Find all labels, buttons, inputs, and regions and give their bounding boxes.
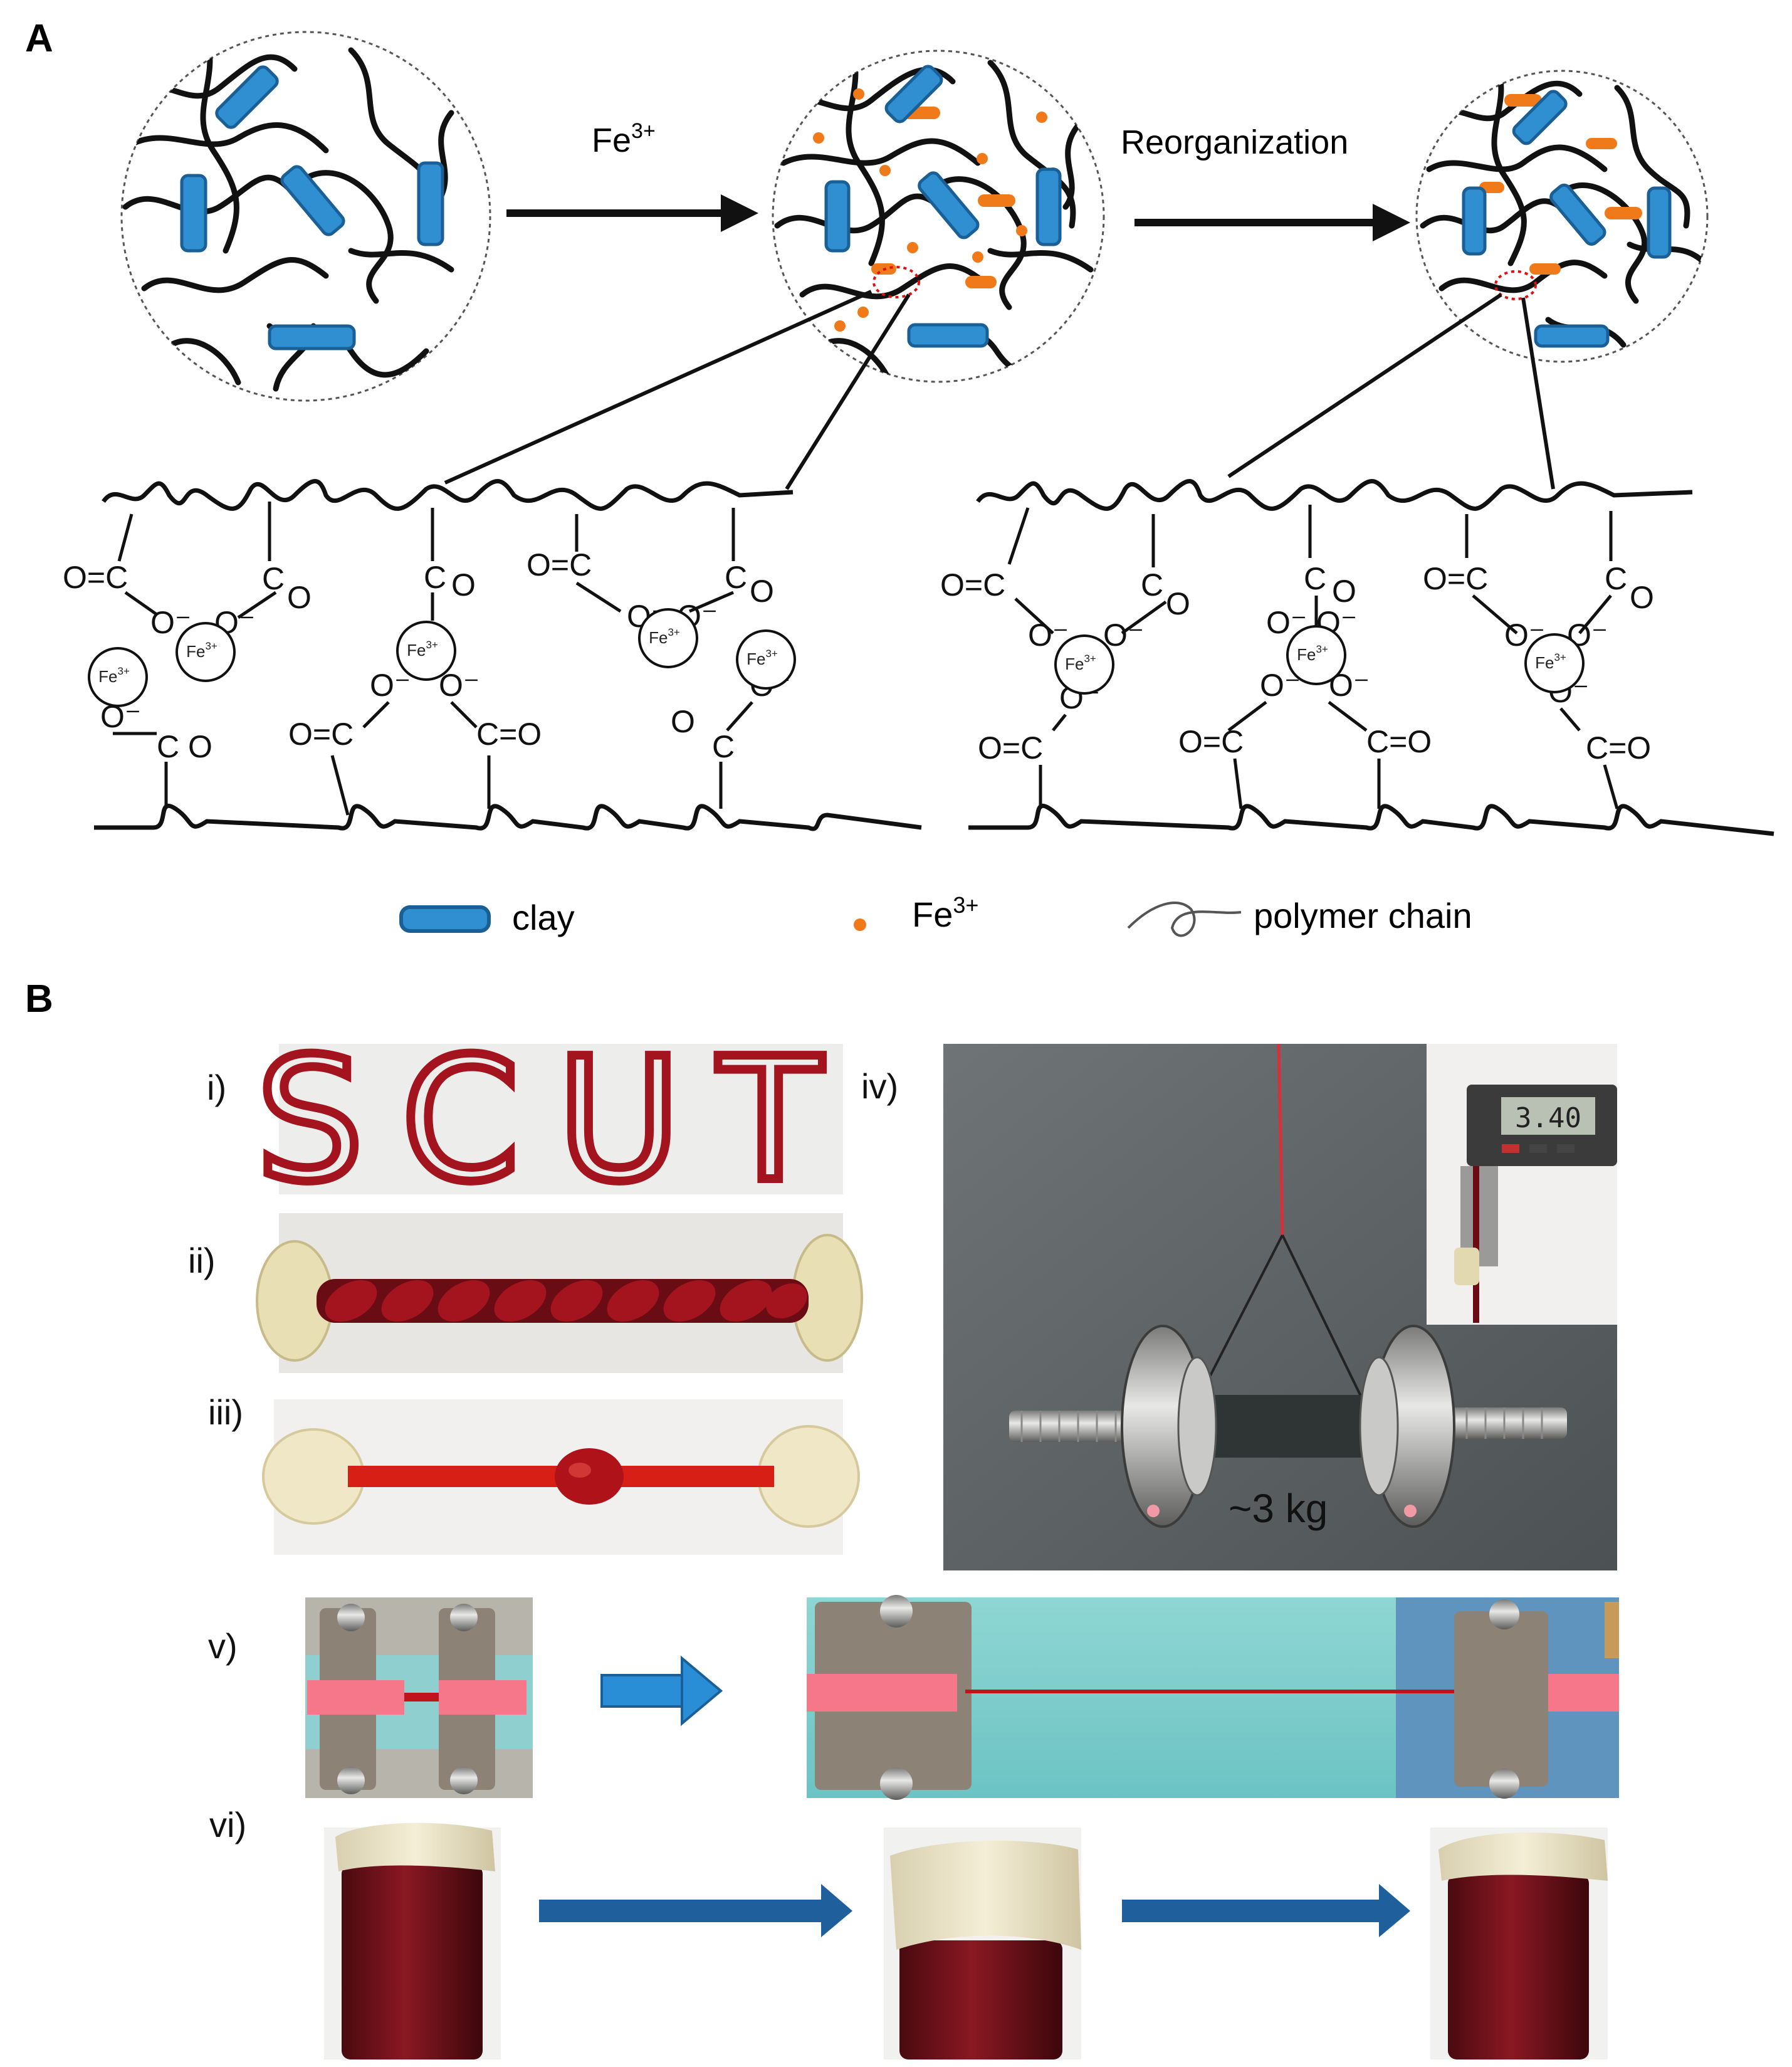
zoom-lines: [444, 290, 1555, 490]
chem-r-o-2: O: [1332, 574, 1356, 609]
chem-c-1: C: [262, 561, 285, 596]
chem-o-12: O: [188, 729, 212, 764]
photo-twisted-gel: [256, 1213, 863, 1373]
svg-text:Fe3+: Fe3+: [407, 639, 438, 660]
svg-text:Fe3+: Fe3+: [747, 648, 778, 668]
chem-o-13: O: [671, 704, 695, 739]
network-circle-initial: [120, 31, 491, 402]
chem-scheme-before: O=C C O C O O=C C O O⁻ O⁻ O⁻ O⁻ O⁻ O⁻ O⁻…: [63, 479, 922, 831]
chem-o-8: O⁻: [370, 668, 411, 703]
svg-text:Fe3+: Fe3+: [592, 119, 656, 159]
sub-ii-label: ii): [188, 1241, 216, 1280]
panel-a-label: A: [25, 17, 53, 60]
photo-compress-after: [1430, 1828, 1608, 2059]
chem-o-2: O: [451, 567, 476, 602]
arrow-fe-addition: [506, 194, 758, 232]
scut-text: SCUT: [256, 1021, 859, 1219]
photo-dumbbell-lift: ~3 kg 3.40: [943, 1043, 1617, 1570]
svg-text:Fe3+: Fe3+: [1297, 643, 1328, 664]
chem-r-o-1: O: [1166, 586, 1190, 621]
caliper-reading: 3.40: [1515, 1102, 1581, 1134]
chem-c-2: C: [424, 560, 446, 595]
svg-text:Fe3+: Fe3+: [1065, 653, 1096, 673]
chem-c-5: C: [712, 729, 735, 764]
clay-platelets-2: [824, 65, 1062, 348]
arrow-reorganization: [1134, 204, 1410, 241]
sub-vi-label: vi): [209, 1805, 246, 1844]
sub-i-label: i): [207, 1068, 226, 1107]
legend-clay-label: clay: [512, 898, 575, 937]
chem-c-4: C: [157, 729, 179, 764]
chem-r-oc-4: O=C: [1178, 724, 1244, 759]
arrow-tensile: [600, 1655, 723, 1727]
chem-o-3: O: [750, 574, 774, 609]
svg-text:Fe3+: Fe3+: [649, 626, 680, 647]
chem-c-3: C: [725, 560, 747, 595]
chem-r-oc-2: O=C: [1423, 561, 1488, 596]
chem-scheme-after: O=C C O C O O=C C O O⁻ O⁻ O⁻ O⁻ O⁻ O⁻ O⁻…: [940, 479, 1774, 836]
fe-label-step1-sup: 3+: [631, 119, 656, 143]
sub-iv-label: iv): [861, 1066, 898, 1106]
svg-text:Fe3+: Fe3+: [186, 640, 217, 661]
weight-label: ~3 kg: [1229, 1486, 1328, 1531]
chem-r-c-2: C: [1304, 561, 1326, 596]
chem-r-oc-3: O=C: [978, 730, 1043, 765]
photo-knotted-gel: [262, 1399, 860, 1555]
legend-polymer-label: polymer chain: [1254, 896, 1472, 935]
legend-clay-swatch: [399, 905, 491, 933]
photo-tensile-after: [807, 1595, 1619, 1800]
caliper-inset: 3.40: [1427, 1044, 1617, 1325]
chem-oc-3: O=C: [288, 717, 354, 752]
photo-compress-before: [324, 1822, 501, 2059]
chem-oc-1: O=C: [63, 560, 128, 595]
legend-fe-label: Fe3+: [912, 892, 978, 934]
svg-text:Fe3+: Fe3+: [1535, 651, 1566, 672]
chem-r-co-2: C=O: [1586, 730, 1651, 765]
clay-platelets-3: [1462, 90, 1672, 348]
sub-iii-label: iii): [208, 1392, 243, 1432]
chem-r-c-3: C: [1605, 561, 1627, 596]
svg-text:Fe3+: Fe3+: [98, 665, 130, 686]
chem-co-1: C=O: [476, 717, 542, 752]
chem-o-1: O: [287, 580, 312, 615]
network-circle-reorganized: [1415, 70, 1709, 363]
photo-scut: SCUT: [252, 1017, 859, 1223]
chem-r-c-1: C: [1141, 567, 1163, 602]
fe-label-step1: Fe: [592, 122, 631, 159]
arrow-compress-1: [539, 1884, 852, 1937]
legend-fe-swatch: [854, 918, 866, 931]
network-circle-fe-loaded: [772, 50, 1105, 383]
chem-r-oc-1: O=C: [940, 567, 1005, 602]
arrow-compress-2: [1122, 1884, 1410, 1937]
photo-tensile-before: [305, 1597, 533, 1798]
reorganization-label: Reorganization: [1121, 124, 1348, 161]
legend: clay Fe3+ polymer chain: [399, 892, 1472, 937]
clay-platelets: [180, 65, 444, 350]
chem-r-o-3: O: [1630, 580, 1654, 615]
legend-polymer-swatch: [1127, 902, 1242, 937]
chem-r-co-1: C=O: [1366, 724, 1432, 759]
sub-v-label: v): [208, 1626, 238, 1666]
panel-b-label: B: [25, 977, 53, 1021]
photo-compress-during: [884, 1828, 1081, 2059]
chem-oc-2: O=C: [527, 547, 592, 582]
